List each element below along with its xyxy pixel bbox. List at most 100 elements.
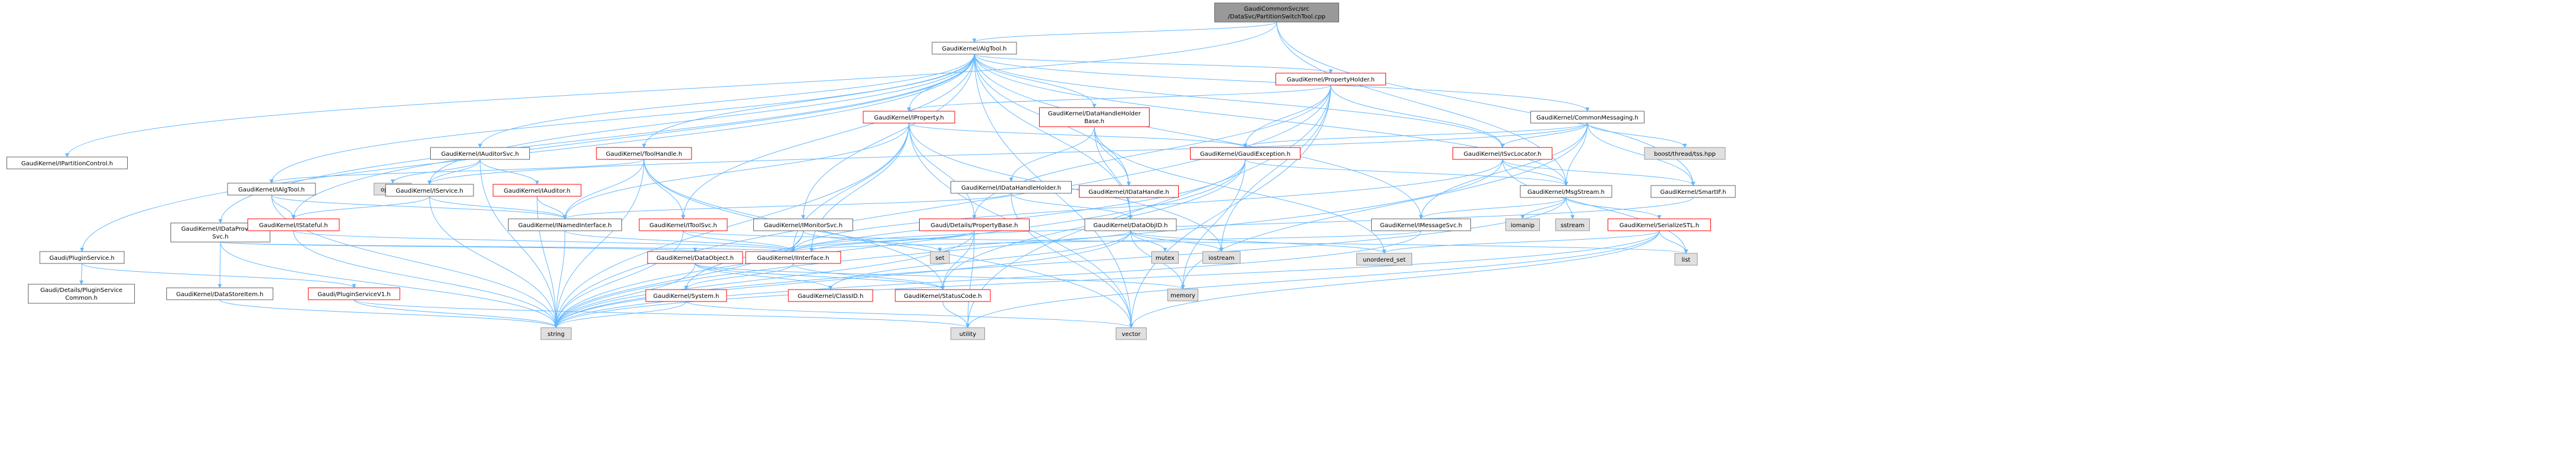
edge-idatahandle-to-dataobjid	[1128, 197, 1133, 219]
node-box	[541, 327, 572, 340]
edge-iauditor-to-inamedif	[536, 196, 567, 219]
node-label: unordered_set	[1363, 257, 1406, 263]
node-label: GaudiKernel/IDataHandleHolder.h	[961, 185, 1061, 191]
node-mutex: mutex	[1151, 251, 1179, 264]
node-label: Base.h	[1084, 118, 1104, 125]
edge-isvclocator-to-string	[554, 159, 1503, 328]
node-box	[1453, 147, 1552, 160]
node-box	[308, 287, 400, 300]
edge-propbase-to-string	[554, 230, 975, 328]
node-box	[596, 147, 692, 160]
node-iinterface[interactable]: GaudiKernel/IInterface.h	[745, 251, 841, 264]
edge-iservice-to-string	[429, 196, 558, 328]
edge-isvclocator-to-list	[1502, 159, 1688, 254]
edge-serializestl-to-utility	[965, 230, 1660, 328]
node-ialgtool[interactable]: GaudiKernel/IAlgTool.h	[227, 183, 316, 196]
node-itoolsvc[interactable]: GaudiKernel/IToolSvc.h	[639, 218, 728, 231]
node-iauditorsvc[interactable]: GaudiKernel/IAuditorSvc.h	[430, 147, 530, 160]
edge-idhholder-to-vector	[1011, 193, 1134, 328]
node-box	[1276, 73, 1386, 86]
node-sstream: sstream	[1555, 218, 1590, 231]
node-isvclocator[interactable]: GaudiKernel/ISvcLocator.h	[1453, 147, 1552, 160]
node-idhholder[interactable]: GaudiKernel/IDataHandleHolder.h	[951, 181, 1072, 194]
node-serializestl[interactable]: GaudiKernel/SerializeSTL.h	[1608, 218, 1711, 231]
node-istateful[interactable]: GaudiKernel/IStateful.h	[247, 218, 340, 231]
node-box	[1084, 218, 1177, 231]
node-list: list	[1674, 253, 1698, 266]
edge-iauditor-to-string	[536, 196, 558, 328]
edge-propholder-to-string	[554, 84, 1331, 328]
edge-datastoreitem-to-string	[219, 299, 558, 328]
node-idatahandle[interactable]: GaudiKernel/IDataHandle.h	[1079, 185, 1179, 198]
node-dataobjid[interactable]: GaudiKernel/DataObjID.h	[1084, 218, 1177, 231]
edge-dataobject-to-classid	[694, 263, 833, 290]
edge-idataprovider-to-iinterface	[220, 241, 795, 252]
node-statuscode[interactable]: GaudiKernel/StatusCode.h	[895, 289, 991, 302]
edge-iproperty-to-string_view	[809, 123, 910, 252]
node-box	[508, 218, 622, 231]
edge-algtool-to-istateful	[291, 54, 975, 219]
edge-inamedif-to-string	[554, 230, 566, 328]
node-box	[39, 251, 125, 264]
node-gaudiexc[interactable]: GaudiKernel/GaudiException.h	[1190, 147, 1300, 160]
node-label: GaudiKernel/IDataHandle.h	[1088, 189, 1169, 196]
nodes-layer: GaudiCommonSvc/src/DataSvc/PartitionSwit…	[7, 2, 1736, 340]
node-box	[1190, 147, 1300, 160]
node-toolhandle[interactable]: GaudiKernel/ToolHandle.h	[596, 147, 692, 160]
node-box	[1650, 185, 1736, 198]
node-pluginservice[interactable]: Gaudi/PluginService.h	[39, 251, 125, 264]
node-imessagesvc[interactable]: GaudiKernel/IMessageSvc.h	[1371, 218, 1471, 231]
node-smartif[interactable]: GaudiKernel/SmartIF.h	[1650, 185, 1736, 198]
edge-dataobject-to-statuscode	[694, 263, 945, 290]
edge-system-to-vector	[686, 301, 1134, 328]
node-box	[1116, 327, 1147, 340]
node-propholder[interactable]: GaudiKernel/PropertyHolder.h	[1276, 73, 1386, 86]
node-label: GaudiKernel/AlgTool.h	[942, 46, 1006, 52]
node-label: Common.h	[65, 295, 98, 301]
node-iproperty[interactable]: GaudiKernel/IProperty.h	[863, 111, 955, 124]
node-imonitorsvc[interactable]: GaudiKernel/IMonitorSvc.h	[753, 218, 853, 231]
node-iservice[interactable]: GaudiKernel/IService.h	[385, 184, 474, 197]
edge-iinterface-to-statuscode	[793, 263, 945, 290]
node-system[interactable]: GaudiKernel/System.h	[645, 289, 727, 302]
node-inamedif[interactable]: GaudiKernel/INamedInterface.h	[508, 218, 622, 231]
node-msgstream[interactable]: GaudiKernel/MsgStream.h	[1520, 185, 1612, 198]
edge-toolhandle-to-vector	[643, 159, 1134, 328]
node-iauditor[interactable]: GaudiKernel/IAuditor.h	[493, 184, 582, 197]
node-label: GaudiKernel/IStateful.h	[259, 222, 328, 229]
node-root[interactable]: GaudiCommonSvc/src/DataSvc/PartitionSwit…	[1214, 2, 1339, 23]
node-datastoreitem[interactable]: GaudiKernel/DataStoreItem.h	[166, 287, 273, 300]
node-label: GaudiKernel/DataObjID.h	[1093, 222, 1167, 229]
node-dataobject[interactable]: GaudiKernel/DataObject.h	[647, 251, 743, 264]
node-box	[647, 251, 743, 264]
edge-system-to-string	[554, 301, 687, 328]
node-box	[788, 289, 873, 302]
node-label: vector	[1122, 331, 1141, 338]
node-label: boost/thread/tss.hpp	[1654, 151, 1716, 158]
edge-msgstream-to-serializestl	[1565, 197, 1662, 219]
edge-commonmsg-to-isvclocator	[1500, 123, 1588, 148]
node-commonmsg[interactable]: GaudiKernel/CommonMessaging.h	[1530, 111, 1644, 124]
node-label: GaudiKernel/ISvcLocator.h	[1464, 151, 1542, 158]
edge-dataobject-to-memory	[694, 263, 1185, 290]
node-pluginv1[interactable]: Gaudi/PluginServiceV1.h	[308, 287, 400, 300]
node-label: GaudiKernel/PropertyHolder.h	[1287, 77, 1375, 83]
node-partctl[interactable]: GaudiKernel/IPartitionControl.h	[7, 156, 128, 169]
edge-algtool-to-dhholderbase	[974, 54, 1097, 108]
node-set: set	[930, 251, 950, 264]
node-box	[932, 42, 1017, 55]
node-classid[interactable]: GaudiKernel/ClassID.h	[788, 289, 873, 302]
edge-commonmsg-to-iservice	[427, 123, 1588, 185]
node-boosttss: boost/thread/tss.hpp	[1644, 147, 1726, 160]
node-box	[1555, 218, 1590, 231]
edge-idhholder-to-dataobjid	[1011, 193, 1133, 219]
node-label: memory	[1170, 293, 1195, 299]
edge-dataobjid-to-iostream	[1130, 230, 1224, 252]
node-propbase[interactable]: Gaudi/Details/PropertyBase.h	[919, 218, 1030, 231]
node-label: GaudiKernel/IAuditorSvc.h	[441, 151, 519, 158]
node-algtool[interactable]: GaudiKernel/AlgTool.h	[932, 42, 1017, 55]
node-label: GaudiKernel/StatusCode.h	[904, 293, 981, 300]
node-box	[1674, 253, 1698, 266]
